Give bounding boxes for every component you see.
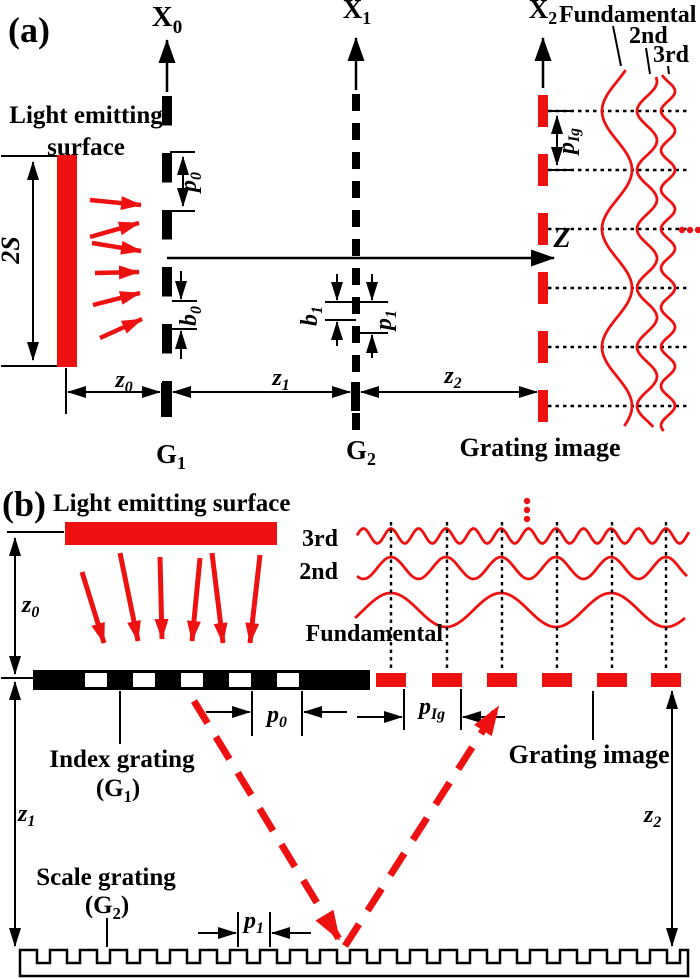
- scale-grating-callout: Scale grating (G2): [36, 864, 176, 947]
- ellipsis-dots-b: [523, 497, 531, 523]
- dim-z1-b: z1: [9, 681, 35, 947]
- harmonic-curves-b: [354, 526, 691, 629]
- index-grating-bar: [33, 670, 370, 690]
- dim-p0: p0: [170, 151, 205, 212]
- p0-label-b: p0: [265, 702, 287, 731]
- fan-arrows-b: [79, 552, 263, 644]
- x2-axis: X2: [529, 0, 558, 88]
- z-dimension-chain: z0 z1 z2: [65, 363, 538, 417]
- incident-ray: [191, 699, 342, 941]
- z2-label-b: z2: [643, 802, 661, 831]
- dim-2s: 2S: [0, 155, 57, 367]
- index-grating-callout: Index grating (G1): [49, 691, 195, 806]
- panel-a: (a) Light emitting surface 2S X0 X1 X2: [0, 0, 700, 473]
- x2-axis-label: X2: [529, 0, 558, 28]
- z-axis-label: Z: [552, 223, 570, 254]
- dim-z2-b: z2: [643, 690, 678, 947]
- dim-z0-b: z0: [1, 531, 64, 679]
- third-harmonic-label-b: 3rd: [302, 526, 339, 552]
- g2-label: G2: [346, 435, 376, 469]
- p1-label-b: p1: [242, 908, 264, 937]
- z0-label-b: z0: [21, 592, 39, 621]
- dim-pig: pIg: [548, 110, 583, 171]
- source-label-b: Light emitting surface: [53, 490, 290, 517]
- pig-label-b: pIg: [417, 694, 445, 723]
- pig-label: pIg: [554, 128, 583, 156]
- reflected-ray: [342, 705, 501, 948]
- z1-label-b: z1: [17, 801, 35, 830]
- source-label-line1: Light emitting: [9, 102, 163, 129]
- grating-image-segments-b: [376, 673, 681, 687]
- ray-path: [191, 699, 501, 948]
- light-emitting-surface-bar: [57, 155, 77, 367]
- panel-b: (b) Light emitting surface z0 z1: [1, 484, 691, 978]
- dim-b1-p1: b1 p1: [297, 274, 400, 358]
- harmonic-labels-b: 3rd 2nd Fundamental: [299, 526, 443, 647]
- dim-pig-b: pIg: [357, 689, 505, 730]
- z2-label: z2: [443, 363, 461, 392]
- dim-p1-b: p1: [198, 908, 311, 947]
- scale-grating-g2: (G2): [85, 892, 129, 923]
- panel-b-tag: (b): [2, 484, 46, 524]
- x1-axis-label: X1: [343, 0, 371, 28]
- dotted-connectors-a: [548, 109, 688, 408]
- fan-arrows: [89, 196, 143, 341]
- x0-axis-label: X0: [152, 1, 183, 38]
- b1-label: b1: [297, 306, 326, 326]
- scale-grating-comb: [18, 948, 690, 978]
- index-grating-label: Index grating: [49, 746, 195, 773]
- fundamental-label-b: Fundamental: [306, 621, 444, 647]
- panel-a-tag: (a): [8, 10, 50, 50]
- second-harmonic-label-b: 2nd: [299, 559, 338, 585]
- z1-label: z1: [271, 365, 289, 394]
- third-harmonic-label: 3rd: [653, 42, 690, 68]
- second-harmonic-label: 2nd: [629, 23, 668, 49]
- index-grating-g1: (G1): [96, 775, 140, 806]
- scale-grating-label: Scale grating: [36, 864, 176, 891]
- dim-2s-label: 2S: [0, 236, 25, 264]
- p0-label: p0: [176, 172, 205, 194]
- grating-image-callout-b: Grating image: [508, 691, 670, 769]
- fundamental-label: Fundamental: [559, 2, 697, 28]
- dotted-connectors-b: [389, 522, 668, 668]
- grating-image-label-b: Grating image: [508, 740, 669, 769]
- harmonic-labels-a: Fundamental 2nd 3rd: [559, 2, 697, 75]
- p1-label: p1: [371, 310, 400, 332]
- light-emitting-surface-bar-b: [65, 522, 277, 545]
- ellipsis-dots-a: [678, 226, 700, 234]
- b0-label: b0: [176, 306, 205, 326]
- dim-p0-b: p0: [206, 691, 347, 736]
- z0-label: z0: [114, 367, 132, 396]
- grating-image-label: Grating image: [459, 433, 620, 462]
- x1-axis: X1: [343, 0, 371, 90]
- g1-label: G1: [156, 439, 186, 473]
- z-axis: Z: [167, 223, 571, 267]
- x0-axis: X0: [152, 1, 183, 92]
- dim-b0: b0: [172, 271, 205, 359]
- harmonic-curves-a: [600, 69, 677, 432]
